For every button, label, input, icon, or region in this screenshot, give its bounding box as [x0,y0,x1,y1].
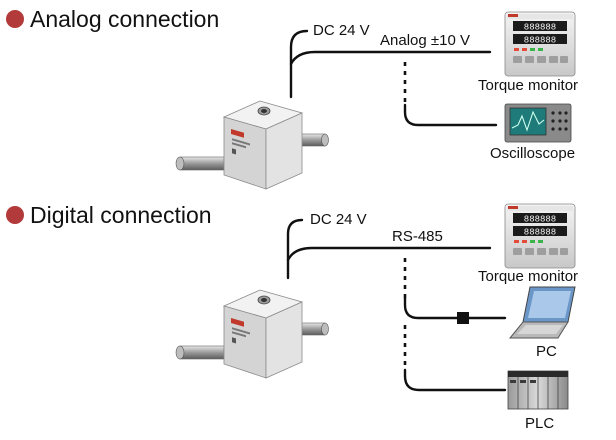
analog-signal-label: Analog ±10 V [380,32,470,49]
analog-power-label: DC 24 V [313,22,370,39]
torque-monitor-icon [504,11,576,77]
section-bullet [6,206,24,224]
torque-sensor-icon [175,100,329,190]
power-cable [289,29,309,99]
digital-heading: Digital connection [30,202,212,228]
plc-icon [507,370,569,410]
power-cable [286,218,304,280]
digital-torque-monitor-label: Torque monitor [478,268,579,285]
oscilloscope-icon [504,103,572,143]
digital-signal-label: RS-485 [392,228,443,245]
pc-cable [403,296,507,320]
analog-heading: Analog connection [30,6,220,32]
pc-label: PC [536,343,557,360]
signal-cable [289,50,492,66]
digital-power-label: DC 24 V [310,211,367,228]
analog-torque-monitor-label: Torque monitor [478,77,579,94]
oscilloscope-label: Oscilloscope [490,145,576,162]
torque-monitor-icon [504,203,576,269]
laptop-icon [508,286,576,339]
plc-cable [403,368,507,392]
signal-cable [286,246,492,262]
oscilloscope-cable [403,103,498,127]
usb-adapter-icon [457,312,469,324]
torque-sensor-icon [175,289,329,379]
plc-label: PLC [525,415,555,432]
section-bullet [6,10,24,28]
